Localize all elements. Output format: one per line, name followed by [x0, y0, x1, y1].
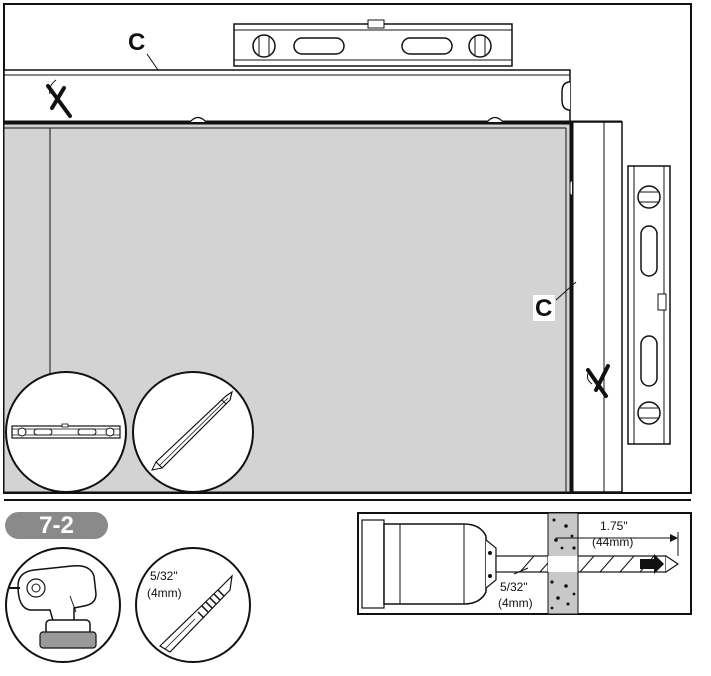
x-mark-top — [46, 79, 72, 118]
depth-mm: (44mm) — [592, 535, 633, 549]
level-icon — [11, 423, 121, 439]
wall-section — [547, 512, 579, 615]
x-mark-side — [586, 364, 610, 398]
drill-bit-tool-circle: 5/32" (4mm) — [135, 547, 251, 663]
vertical-level-icon — [627, 165, 671, 445]
step-number-badge: 7-2 — [5, 512, 108, 539]
pencil-icon — [151, 390, 233, 471]
bit-size-in: 5/32" — [500, 580, 528, 594]
drill-bit-size-in: 5/32" — [150, 569, 178, 583]
side-jamb — [567, 121, 623, 493]
drill-bit-icon — [159, 574, 233, 653]
depth-dimension: 1.75" (44mm) — [556, 519, 679, 556]
drill-bit-size-mm: (4mm) — [147, 586, 182, 600]
bit-size-mm: (4mm) — [498, 596, 533, 610]
header-track — [3, 69, 622, 131]
bit-size-label: 5/32" (4mm) — [498, 567, 533, 610]
drill-tool-circle — [5, 547, 121, 663]
drill-chuck — [361, 519, 497, 609]
callout-c-side-label: C — [535, 295, 552, 322]
drill-cross-section: 1.75" (44mm) 5/32" (4mm) — [357, 512, 692, 615]
callout-c-top: C — [128, 29, 159, 71]
drill-direction-arrow — [640, 554, 664, 574]
pencil-tool-circle — [132, 371, 254, 493]
depth-in: 1.75" — [600, 519, 628, 533]
cordless-drill-icon — [8, 564, 97, 649]
level-tool-circle — [5, 371, 127, 493]
callout-c-top-label: C — [128, 29, 145, 56]
upper-panel: C C — [3, 3, 692, 494]
drill-bit-shaft — [495, 555, 680, 573]
level-icon — [233, 19, 513, 67]
callout-c-side: C — [533, 281, 577, 322]
